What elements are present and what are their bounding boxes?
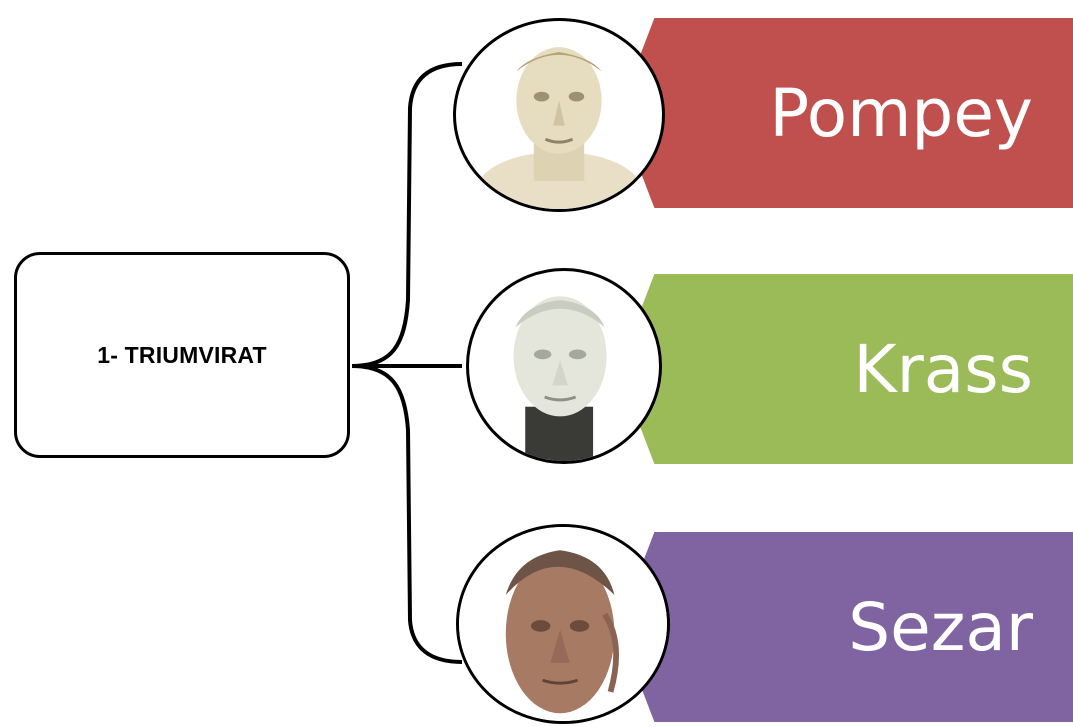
root-node: 1- TRIUMVIRAT	[14, 252, 350, 458]
member-name-pompey: Pompey	[769, 74, 1033, 152]
banner-krass: Krass	[618, 274, 1073, 464]
member-name-krass: Krass	[853, 330, 1033, 408]
caesar-bust-icon	[459, 527, 667, 721]
connector-branch-top	[351, 62, 463, 368]
pompey-bust-icon	[476, 47, 642, 209]
banner-sezar: Sezar	[618, 532, 1073, 722]
member-name-sezar: Sezar	[848, 588, 1033, 666]
portrait-pompey	[453, 18, 665, 212]
banner-pompey: Pompey	[618, 18, 1073, 208]
crassus-bust-icon	[513, 296, 607, 461]
portrait-sezar	[456, 524, 670, 724]
root-label: 1- TRIUMVIRAT	[97, 341, 267, 368]
connector-branch-bottom	[351, 364, 463, 664]
portrait-krass	[466, 268, 662, 464]
